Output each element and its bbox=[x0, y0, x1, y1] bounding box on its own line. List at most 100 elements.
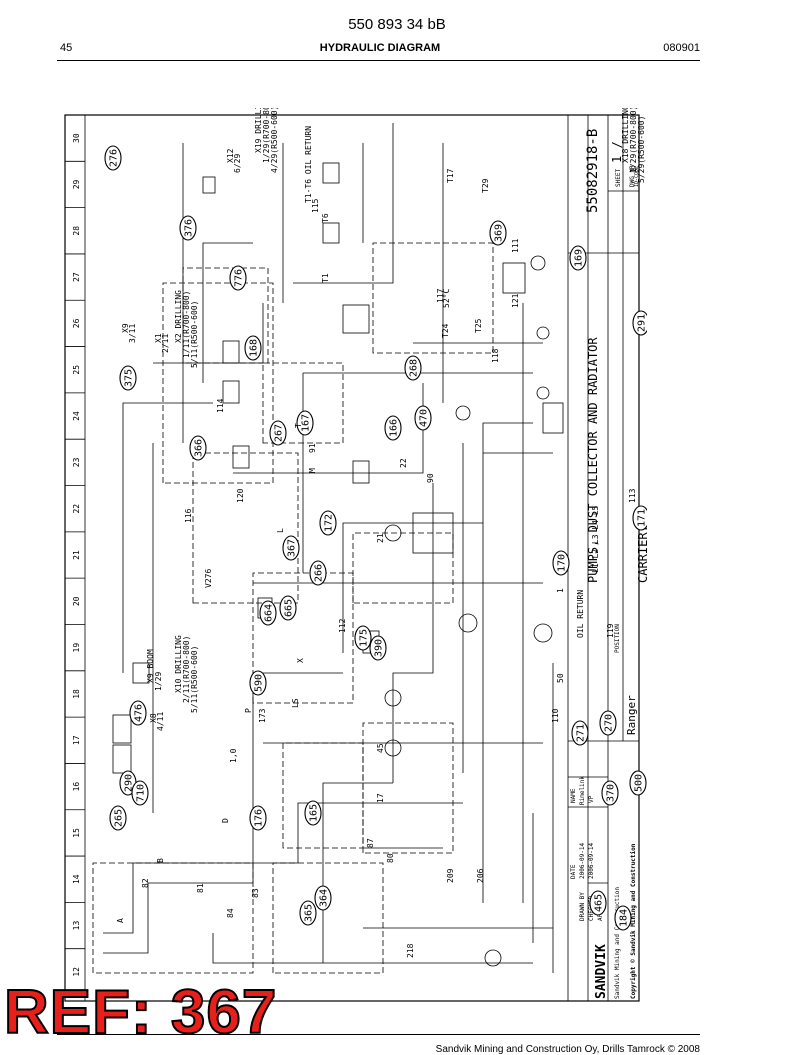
callout-bubble bbox=[229, 265, 247, 291]
component-label-n209: 209 bbox=[446, 868, 455, 883]
callout-bubble bbox=[109, 805, 127, 831]
document-number: 550 893 34 bB bbox=[348, 16, 446, 33]
component-label-n119: 119 bbox=[606, 623, 615, 638]
grid-number: 25 bbox=[72, 365, 81, 375]
tb-checked-name: VP bbox=[588, 795, 595, 803]
component-label-x2b-sub1: 1/11(R700-800) bbox=[182, 291, 191, 358]
component-label-x12-sub: 6/29 bbox=[233, 154, 242, 173]
date-code: 080901 bbox=[663, 42, 700, 54]
component-label-t29: T29 bbox=[481, 178, 490, 193]
callout-number: 166 bbox=[389, 419, 400, 437]
tb-smc: Sandvik Mining and Construction bbox=[614, 887, 621, 999]
component-label-x: X bbox=[296, 658, 305, 663]
callout-bubble bbox=[244, 335, 262, 361]
callout-number: 270 bbox=[604, 714, 615, 732]
component-label-n117: 117 bbox=[436, 288, 445, 303]
tb-drawn-name: Rimelink bbox=[579, 776, 586, 805]
callout-number: 271 bbox=[576, 724, 587, 742]
callout-bubble bbox=[629, 770, 647, 796]
callout-bubble bbox=[384, 415, 402, 441]
callout-number: 500 bbox=[634, 774, 645, 792]
component-label-oil-return: OIL RETURN bbox=[576, 590, 585, 638]
callout-bubble bbox=[309, 560, 327, 586]
component-label-x2b-sub2: 5/11(R500-600) bbox=[190, 301, 199, 368]
component-label-x8b: X8 bbox=[149, 713, 158, 723]
component-label-x2b: X2 DRILLING bbox=[174, 290, 183, 343]
component-label-n110: 110 bbox=[551, 708, 560, 723]
callout-bubble bbox=[179, 215, 197, 241]
component-label-x1-sub: 2/11 bbox=[161, 334, 170, 353]
grid-number: 22 bbox=[72, 504, 81, 514]
callout-bubble bbox=[569, 245, 587, 271]
component-label-n120: 120 bbox=[236, 488, 245, 503]
tb-ranger: Ranger bbox=[625, 695, 638, 735]
page-title: HYDRAULIC DIAGRAM bbox=[319, 42, 441, 54]
tb-dwg: DWG NR bbox=[629, 165, 636, 187]
component-label-t1t6: T1-T6 OIL RETURN bbox=[304, 126, 313, 203]
callout-bubble bbox=[104, 145, 122, 171]
hydraulic-lines bbox=[103, 123, 554, 973]
grid-number: 21 bbox=[72, 550, 81, 560]
callout-number: 170 bbox=[557, 554, 568, 572]
component-label-n218: 218 bbox=[406, 943, 415, 958]
component-label-n52c: 52°C bbox=[442, 289, 451, 308]
callout-bubble bbox=[189, 435, 207, 461]
component-label-n114: 114 bbox=[216, 398, 225, 413]
component-label-n21: 21 bbox=[376, 533, 385, 543]
grid-number: 17 bbox=[72, 735, 81, 745]
component-label-m: M bbox=[308, 468, 317, 473]
tb-sandvik: SANDVIK bbox=[594, 944, 609, 999]
callout-number: 267 bbox=[274, 424, 285, 442]
component-label-n10: 1,0 bbox=[229, 748, 238, 763]
callout-bubble bbox=[314, 885, 332, 911]
component-label-x12: X12 bbox=[226, 148, 235, 163]
component-label-n90: 90 bbox=[426, 473, 435, 483]
callout-number: 169 bbox=[574, 249, 585, 267]
callout-bubble bbox=[279, 595, 297, 621]
grid-number: 15 bbox=[72, 828, 81, 838]
callout-number: 369 bbox=[494, 224, 505, 242]
callout-bubble bbox=[269, 420, 287, 446]
grid-number: 30 bbox=[72, 133, 81, 143]
component-label-b: B bbox=[156, 858, 165, 863]
callout-number: 710 bbox=[136, 784, 147, 802]
callout-bubble bbox=[249, 805, 267, 831]
component-label-l-ports: L1 L2 L3 L4 L5 bbox=[591, 505, 600, 573]
component-label-n121: 121 bbox=[511, 293, 520, 308]
callout-number: 172 bbox=[324, 514, 335, 532]
component-label-x9: X9 bbox=[121, 323, 130, 333]
callout-bubble bbox=[632, 310, 647, 336]
callout-bubble bbox=[489, 220, 507, 246]
callout-bubble bbox=[129, 700, 147, 726]
callout-bubble bbox=[282, 535, 300, 561]
grid-number: 23 bbox=[72, 457, 81, 467]
grid-number: 28 bbox=[72, 226, 81, 236]
callout-number: 265 bbox=[114, 809, 125, 827]
tb-position: POSITION bbox=[614, 624, 621, 653]
component-label-t1: T1 bbox=[321, 273, 330, 283]
component-label-v276: V276 bbox=[204, 569, 213, 588]
callout-bubble bbox=[632, 505, 647, 531]
callout-bubble bbox=[414, 405, 432, 431]
component-symbols bbox=[112, 162, 564, 967]
component-label-n87: 87 bbox=[366, 838, 375, 848]
callout-bubble bbox=[259, 600, 277, 626]
component-label-p: P bbox=[244, 708, 253, 713]
callout-bubble bbox=[319, 510, 337, 536]
header-rule bbox=[57, 60, 700, 61]
component-label-d: D bbox=[221, 818, 230, 823]
tb-carrier: CARRIER; bbox=[636, 525, 647, 583]
callout-bubble bbox=[552, 550, 570, 576]
callout-bubble bbox=[369, 635, 387, 661]
callout-number: 465 bbox=[594, 894, 605, 912]
callout-number: 390 bbox=[374, 639, 385, 657]
component-label-x10-drilling: X10 DRILLING bbox=[174, 635, 183, 693]
component-label-x10-sub2: 5/11(R500-600) bbox=[190, 646, 199, 713]
callout-number: 776 bbox=[234, 269, 245, 287]
component-label-n206: 206 bbox=[476, 868, 485, 883]
component-label-n112: 112 bbox=[338, 618, 347, 633]
callout-number: 268 bbox=[409, 359, 420, 377]
callout-bubble bbox=[354, 625, 372, 651]
component-label-t17: T17 bbox=[446, 168, 455, 183]
